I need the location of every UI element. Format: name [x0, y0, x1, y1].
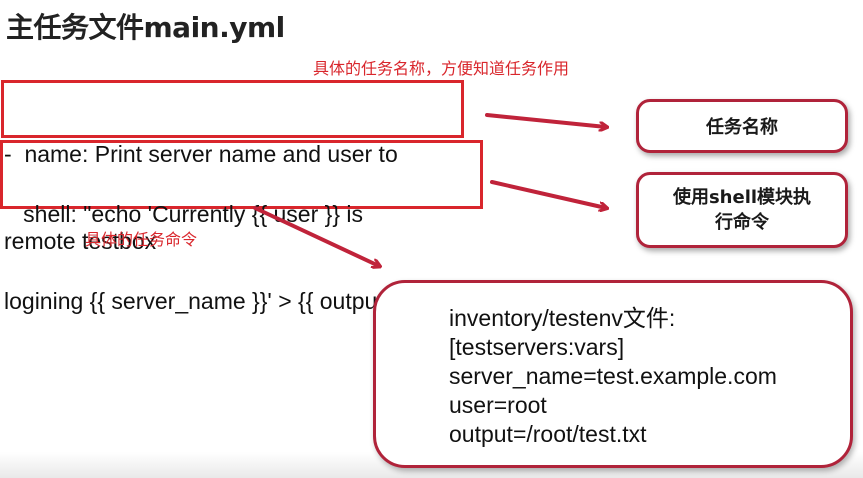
- shell-module-label-line1: 使用shell模块执: [672, 187, 812, 208]
- shell-module-label-box: 使用shell模块执 行命令: [636, 172, 848, 248]
- shell-command-code-box: [0, 140, 483, 209]
- task-name-label: 任务名称: [706, 117, 778, 138]
- task-name-annotation: 具体的任务名称，方便知道任务作用: [313, 59, 570, 78]
- slide-title: 主任务文件main.yml: [6, 11, 285, 44]
- code-line-name-1: - name: Print server name and user to: [4, 141, 398, 167]
- code-line-shell-1: shell: "echo 'Currently {{ user }} is: [4, 201, 364, 227]
- inventory-line-file: inventory/testenv文件:: [449, 305, 676, 331]
- inventory-line-server-name: server_name=test.example.com: [449, 363, 777, 389]
- inventory-line-output: output=/root/test.txt: [449, 421, 647, 447]
- inventory-line-section: [testservers:vars]: [449, 334, 625, 360]
- task-name-label-box: 任务名称: [636, 99, 848, 153]
- arrow-to-shell-module: [490, 180, 606, 208]
- inventory-text: inventory/testenv文件: [testservers:vars] …: [449, 304, 777, 449]
- code-line-name-2: remote testbox: [4, 228, 157, 254]
- task-name-code: - name: Print server name and user to re…: [4, 82, 398, 285]
- arrow-to-task-name: [485, 113, 606, 127]
- task-name-code-box: [1, 80, 464, 138]
- task-command-annotation: 具体的任务命令: [85, 230, 198, 249]
- arrow-to-inventory: [253, 206, 379, 266]
- inventory-box: [373, 280, 853, 468]
- shell-module-label-line2: 行命令: [714, 212, 769, 233]
- inventory-line-user: user=root: [449, 392, 547, 418]
